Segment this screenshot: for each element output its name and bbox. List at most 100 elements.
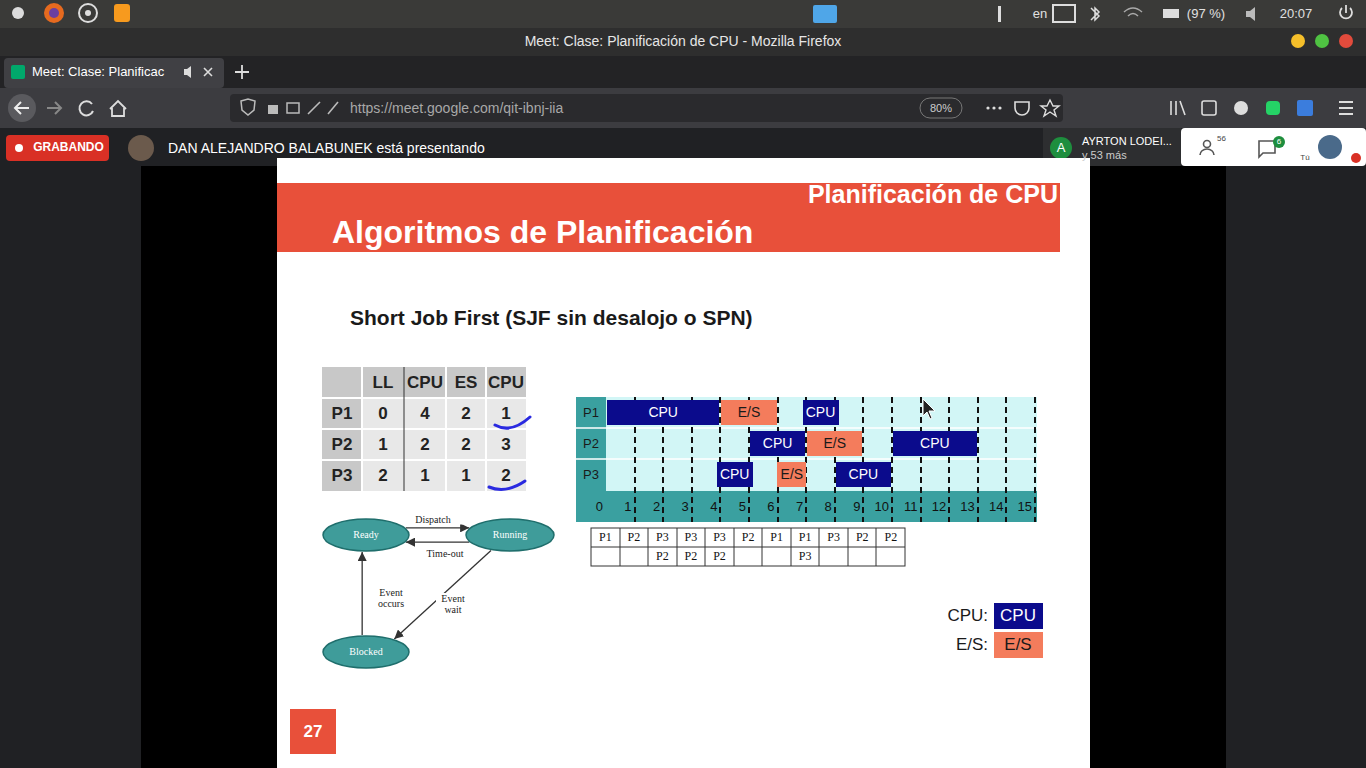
state-ellipse: Ready: [322, 518, 410, 552]
presenter-notice: DAN ALEJANDRO BALABUNEK está presentando: [168, 140, 485, 156]
gantt-row-label: P3: [583, 468, 599, 483]
legend-swatch-text: CPU: [1000, 606, 1036, 626]
node-text: E/S: [823, 435, 846, 451]
axis-tick-label: 0: [596, 500, 603, 515]
gantt-area: [606, 397, 1037, 491]
firefox-icon: [44, 3, 64, 23]
menu-dot: [998, 106, 1001, 109]
gantt-rowlabel-column: [576, 397, 606, 491]
table-cell: 1: [501, 404, 510, 424]
power-icon: [1340, 5, 1352, 18]
recording-dot: [15, 144, 23, 152]
cpu-burst-bar: CPU: [717, 462, 753, 487]
state-ellipse-shape: [323, 519, 409, 551]
table-cell: 2: [461, 404, 470, 424]
back-arrow: [15, 102, 29, 114]
forward-arrow: [47, 102, 61, 114]
state-ellipse-shape: [323, 636, 409, 668]
table-cell: 1: [461, 466, 470, 486]
ready-queue-cell: P1: [799, 531, 812, 545]
participant-count: y 53 más: [1082, 149, 1127, 162]
sublime-icon: [114, 4, 130, 22]
permission-icon: [287, 103, 299, 113]
chat-badge: [1273, 136, 1285, 148]
tab-favicon: [11, 65, 25, 79]
axis-tick-label: 10: [875, 500, 889, 515]
state-ellipse: Blocked: [322, 635, 410, 669]
cpu-burst-bar: CPU: [836, 462, 891, 487]
state-ellipse-shape: [466, 519, 554, 551]
table-header-cell: LL: [373, 373, 394, 393]
url-text: https://meet.google.com/qit-ibnj-iia: [350, 100, 563, 116]
system-bar: [0, 0, 1366, 28]
axis-tick-label: 12: [932, 500, 946, 515]
battery-icon: [1163, 9, 1179, 18]
menu-dot: [992, 106, 995, 109]
axis-tick-label: 8: [825, 500, 832, 515]
node-text: CPU: [720, 466, 750, 482]
tab-close-icon: [204, 68, 212, 76]
self-avatar: [1318, 135, 1342, 159]
transition-label: Dispatch: [403, 514, 463, 525]
chat-icon: [1259, 141, 1275, 157]
people-icon-body: [1200, 149, 1214, 155]
self-label: Tú: [1300, 153, 1309, 162]
node-text: Running: [493, 529, 527, 541]
table-cell: P3: [332, 466, 353, 486]
ready-queue-cell: P2: [656, 550, 669, 564]
table-cell: 2: [461, 435, 470, 455]
axis-tick-label: 5: [739, 500, 746, 515]
sidebar-icon: [1202, 101, 1216, 115]
avatar-initial: A: [1057, 141, 1066, 156]
axis-tick-label: 2: [653, 500, 660, 515]
axis-tick-label: 9: [853, 500, 860, 515]
mic-blocked-icon: [328, 102, 338, 114]
recording-badge: GRABANDO: [6, 135, 109, 161]
reload-icon: [80, 101, 93, 115]
ready-queue-cell: P2: [742, 531, 755, 545]
back-button: [8, 94, 36, 122]
table-cell: P1: [332, 404, 353, 424]
ready-queue-cell: P3: [799, 550, 812, 564]
axis-tick-label: 7: [796, 500, 803, 515]
whatsapp-icon: [1266, 101, 1280, 115]
star-icon: [1041, 100, 1059, 116]
shield-icon: [241, 99, 255, 115]
table-cell: 3: [501, 435, 510, 455]
tray-dots: [998, 6, 1001, 22]
ready-queue-cell: P2: [856, 531, 869, 545]
table-header-cell: CPU: [407, 373, 443, 393]
io-burst-bar: E/S: [777, 462, 806, 487]
participant-avatar: [1050, 137, 1072, 159]
slide-header: Planificación de CPU: [808, 180, 1058, 209]
table-header-cell: ES: [455, 373, 478, 393]
bluetooth-icon: [1091, 8, 1099, 20]
tray-icon: [1053, 5, 1075, 22]
keyboard-layout: en: [1033, 7, 1047, 22]
transition-label: Time-out: [415, 548, 475, 559]
ready-queue-cell: P2: [884, 531, 897, 545]
gantt-row-label: P1: [583, 406, 599, 421]
wifi-icon: [1124, 8, 1142, 16]
state-transition-arrow: [362, 552, 363, 635]
cpu-burst-bar: CPU: [893, 431, 977, 456]
people-icon-head: [1204, 141, 1211, 148]
translate-icon: [1297, 100, 1313, 116]
slide-number: 27: [290, 709, 336, 754]
apple-icon: [12, 7, 24, 19]
chat-count: 6: [1277, 137, 1281, 146]
table-grid: [322, 367, 526, 491]
cpu-burst-bar: CPU: [803, 400, 839, 425]
close-button: [1339, 34, 1353, 48]
speaker-icon: [184, 66, 191, 78]
ready-queue-cell: P3: [685, 531, 698, 545]
tab-title: Meet: Clase: Planificac: [32, 65, 164, 80]
table-header-bg: [322, 367, 526, 398]
node-text: E/S: [781, 466, 804, 482]
lock-icon: [268, 105, 278, 114]
table-header-cell: CPU: [488, 373, 524, 393]
ready-queue-cell: P3: [827, 531, 840, 545]
node-text: Blocked: [349, 646, 382, 658]
